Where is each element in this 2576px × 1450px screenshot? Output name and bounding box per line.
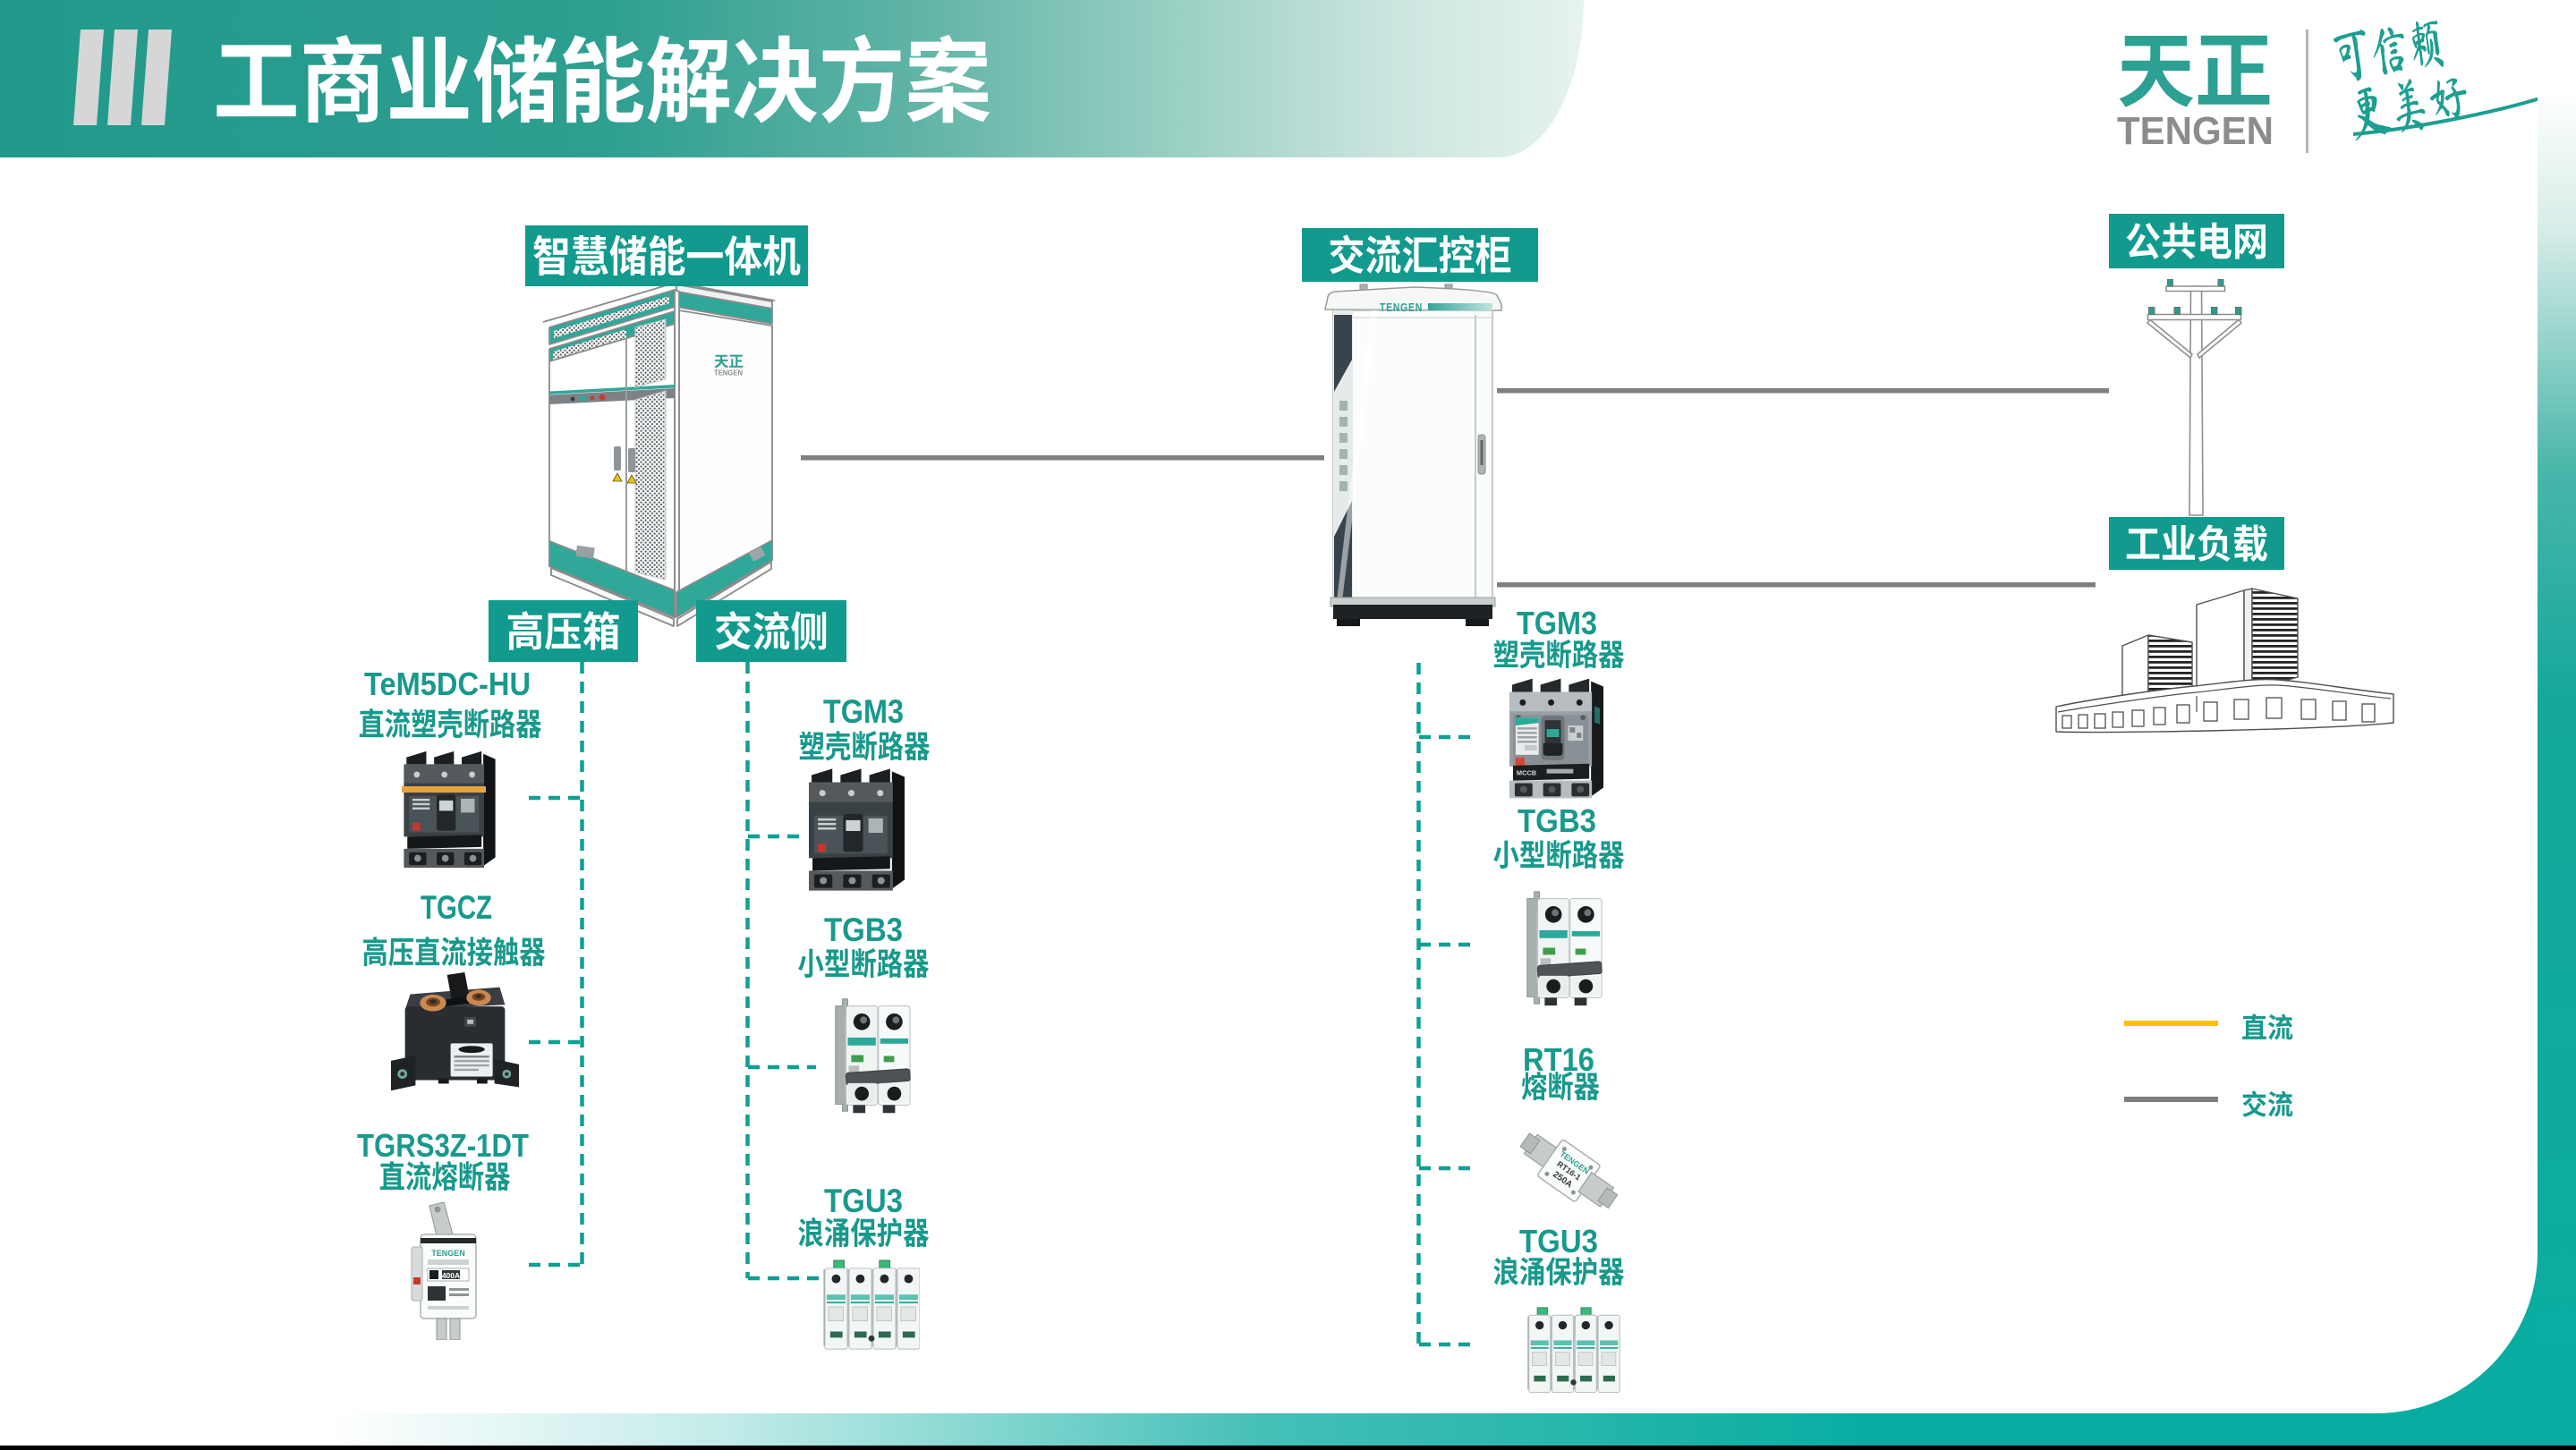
svg-text:TENGEN: TENGEN bbox=[2117, 109, 2274, 153]
svg-text:TGM3: TGM3 bbox=[823, 693, 904, 730]
svg-text:TeM5DC-HU: TeM5DC-HU bbox=[364, 666, 531, 702]
svg-text:TGM3: TGM3 bbox=[1517, 605, 1597, 641]
svg-text:TENGEN: TENGEN bbox=[1380, 301, 1423, 314]
svg-text:TGRS3Z-1DT: TGRS3Z-1DT bbox=[357, 1127, 529, 1164]
svg-text:TGU3: TGU3 bbox=[1519, 1223, 1598, 1259]
svg-text:TGU3: TGU3 bbox=[824, 1183, 903, 1219]
svg-text:TGCZ: TGCZ bbox=[421, 889, 492, 926]
svg-text:TENGEN: TENGEN bbox=[714, 369, 743, 377]
svg-text:RT16: RT16 bbox=[1523, 1041, 1594, 1078]
svg-text:TGB3: TGB3 bbox=[824, 912, 903, 948]
svg-text:TGB3: TGB3 bbox=[1518, 802, 1596, 839]
